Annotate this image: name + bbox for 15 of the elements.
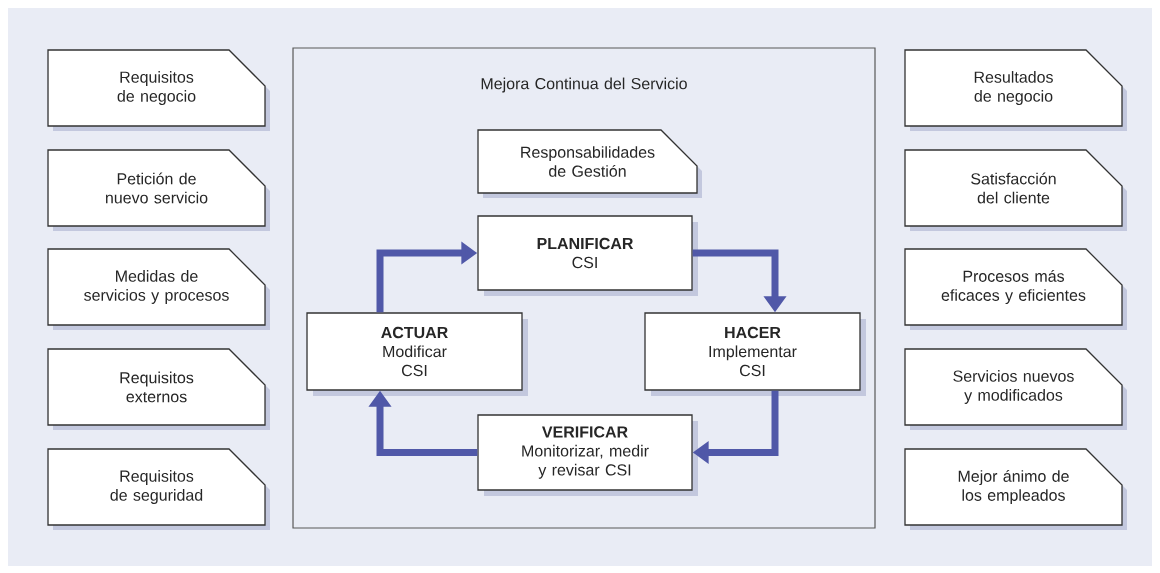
- process-box: PLANIFICAR CSI: [477, 215, 698, 296]
- document-box: Responsabilidades de Gestión: [477, 129, 702, 198]
- document-box: Requisitos de negocio: [47, 49, 270, 131]
- document-box: Procesos más eficaces y eficientes: [904, 248, 1127, 330]
- document-box: Medidas de servicios y procesos: [47, 248, 270, 330]
- document-box: Petición de nuevo servicio: [47, 149, 270, 231]
- document-box: Servicios nuevos y modificados: [904, 348, 1127, 430]
- document-box: Requisitos de seguridad: [47, 448, 270, 530]
- document-box: Mejor ánimo de los empleados: [904, 448, 1127, 530]
- process-box: HACER Implementar CSI: [644, 312, 866, 396]
- document-box: Resultados de negocio: [904, 49, 1127, 131]
- document-box: Satisfacción del cliente: [904, 149, 1127, 231]
- document-box: Requisitos externos: [47, 348, 270, 430]
- process-box: ACTUAR Modificar CSI: [306, 312, 528, 396]
- process-box: VERIFICAR Monitorizar, medir y revisar CSI: [477, 414, 698, 496]
